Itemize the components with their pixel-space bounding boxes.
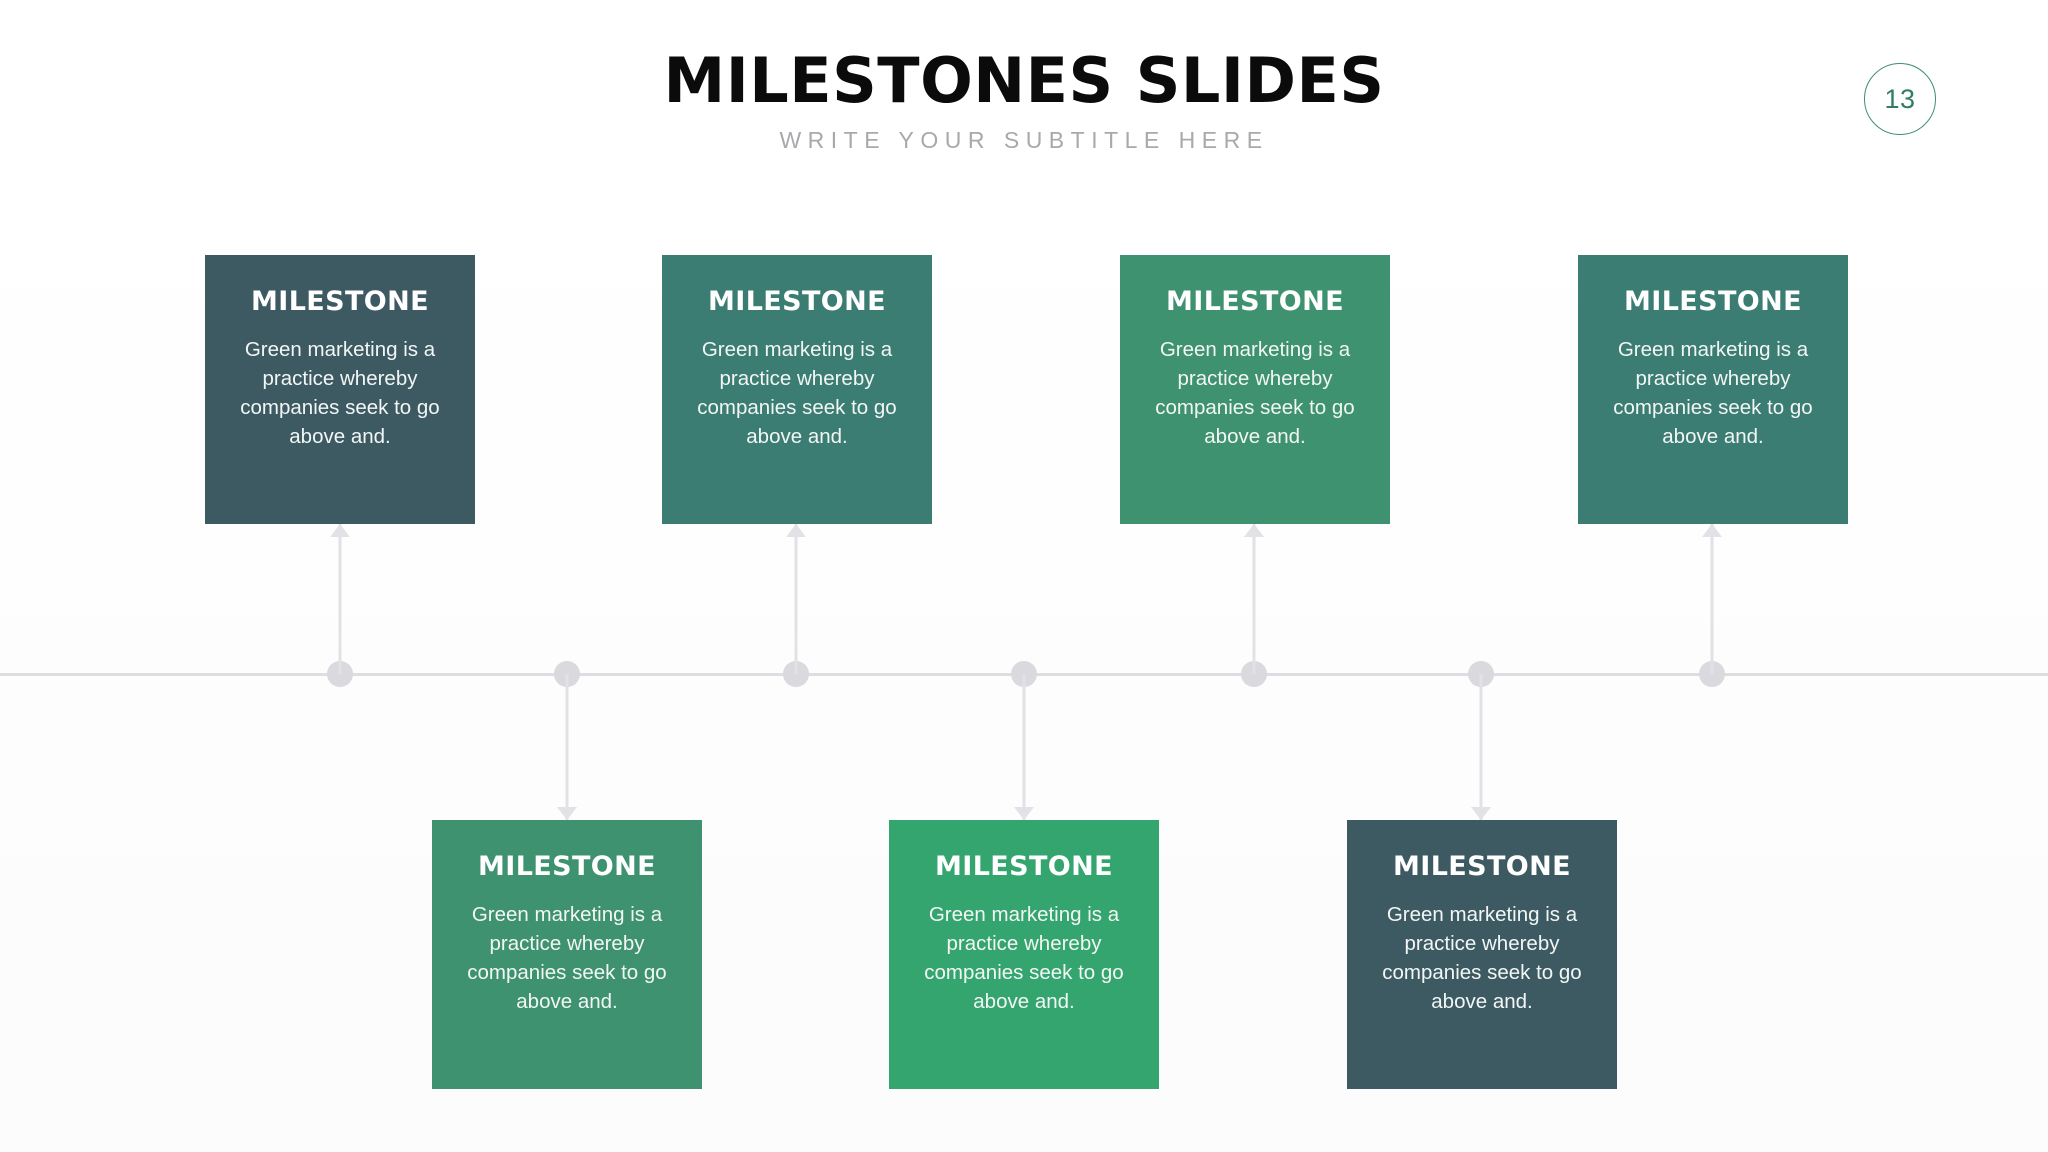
milestone-card[interactable]: MILESTONE Green marketing is a practice w… <box>889 820 1159 1089</box>
arrow-down-icon <box>1471 807 1491 820</box>
milestone-card[interactable]: MILESTONE Green marketing is a practice w… <box>1120 255 1390 524</box>
arrow-up-icon <box>330 524 350 537</box>
milestone-card-title: MILESTONE <box>934 851 1114 882</box>
milestone-connector-line <box>1710 524 1714 674</box>
milestone-connector-line <box>565 674 569 820</box>
milestone-connector-line <box>794 524 798 674</box>
page-number-text: 13 <box>1884 83 1916 114</box>
milestone-card[interactable]: MILESTONE Green marketing is a practice w… <box>1347 820 1617 1089</box>
milestone-card-body: Green marketing is a practice whereby co… <box>240 337 440 449</box>
milestone-card-title: MILESTONE <box>1623 286 1803 317</box>
milestone-card-title: MILESTONE <box>1392 851 1572 882</box>
milestone-card-body: Green marketing is a practice whereby co… <box>697 337 897 449</box>
milestone-card-body: Green marketing is a practice whereby co… <box>467 902 667 1014</box>
milestone-connector-line <box>1022 674 1026 820</box>
arrow-down-icon <box>557 807 577 820</box>
milestone-connector-line <box>338 524 342 674</box>
milestone-card-body: Green marketing is a practice whereby co… <box>1382 902 1582 1014</box>
milestone-card[interactable]: MILESTONE Green marketing is a practice w… <box>1578 255 1848 524</box>
page-subtitle: WRITE YOUR SUBTITLE HERE <box>779 127 1269 154</box>
slide-header: MILESTONES SLIDES WRITE YOUR SUBTITLE HE… <box>0 48 2048 154</box>
milestone-card-title: MILESTONE <box>707 286 887 317</box>
milestone-card-body: Green marketing is a practice whereby co… <box>1613 337 1813 449</box>
milestone-card[interactable]: MILESTONE Green marketing is a practice w… <box>662 255 932 524</box>
arrow-down-icon <box>1014 807 1034 820</box>
milestone-card-title: MILESTONE <box>250 286 430 317</box>
arrow-up-icon <box>786 524 806 537</box>
arrow-up-icon <box>1702 524 1722 537</box>
milestone-card[interactable]: MILESTONE Green marketing is a practice w… <box>432 820 702 1089</box>
milestone-card-title: MILESTONE <box>1165 286 1345 317</box>
arrow-up-icon <box>1244 524 1264 537</box>
page-title: MILESTONES SLIDES <box>663 44 1385 117</box>
page-number-badge: 13 <box>1864 63 1936 135</box>
milestone-card-body: Green marketing is a practice whereby co… <box>1155 337 1355 449</box>
milestone-connector-line <box>1252 524 1256 674</box>
milestone-card[interactable]: MILESTONE Green marketing is a practice w… <box>205 255 475 524</box>
milestone-card-body: Green marketing is a practice whereby co… <box>924 902 1124 1014</box>
milestone-connector-line <box>1479 674 1483 820</box>
milestone-card-title: MILESTONE <box>477 851 657 882</box>
